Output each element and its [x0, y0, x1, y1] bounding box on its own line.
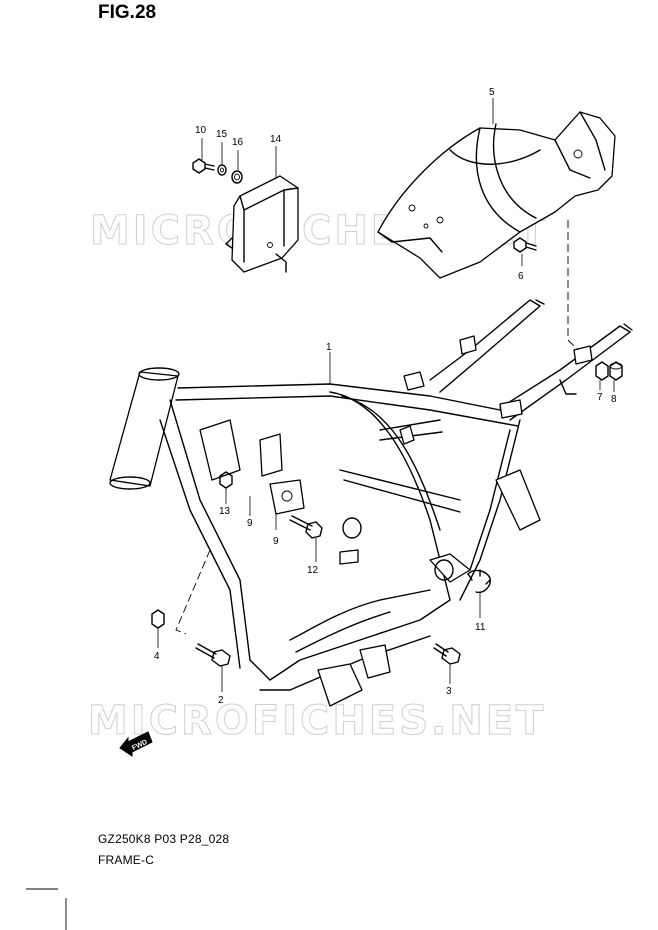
callout-15: 15: [216, 129, 228, 140]
callout-8: 8: [611, 394, 617, 405]
leader-lines: [157, 98, 615, 692]
callout-14: 10: [195, 125, 207, 136]
figure-title: FIG.28: [98, 2, 157, 23]
bolt-part-6: [513, 237, 537, 253]
callout-12: 11: [475, 622, 486, 633]
callout-4: 4: [154, 651, 160, 662]
callout-labels: 10 15 16 14 5 6 1 7 8 13 9 9 12 11 4 2 3: [154, 87, 617, 706]
callout-7: 7: [597, 392, 603, 403]
model-code: GZ250K8 P03 P28_028: [98, 832, 230, 846]
bolt-part-10: [289, 515, 323, 539]
callout-13: 14: [270, 134, 282, 145]
callout-1: 1: [326, 342, 332, 353]
nut-part-7: [595, 361, 609, 381]
nut-part-4: [151, 609, 165, 629]
callout-5: 5: [489, 87, 495, 98]
callout-6: 6: [518, 271, 524, 282]
rear-fender-part-5: [377, 111, 616, 279]
callout-3: 3: [446, 686, 452, 697]
callout-2: 2: [218, 695, 224, 706]
nut-part-11: [219, 471, 233, 489]
callout-10: 12: [307, 565, 319, 576]
callout-16: 16: [232, 137, 244, 148]
bolt-part-2: [195, 643, 231, 667]
page-corner-marks: [26, 888, 67, 930]
washer-part-15: [217, 164, 227, 176]
watermark-lower: MICROFICHES.NET: [88, 698, 546, 744]
cap-nut-part-8: [609, 361, 623, 381]
callout-11: 13: [219, 506, 231, 517]
callout-9-lower: 9: [273, 536, 279, 547]
bolt-part-3: [433, 643, 461, 665]
main-frame-part-1: [109, 299, 633, 707]
clamp-part-12: [467, 569, 491, 593]
section-name: FRAME-C: [98, 853, 155, 867]
callout-9-upper: 9: [247, 518, 253, 529]
bracket-part-13: [225, 175, 299, 273]
grommet-part-16: [231, 170, 243, 184]
bolt-part-14: [192, 158, 215, 174]
